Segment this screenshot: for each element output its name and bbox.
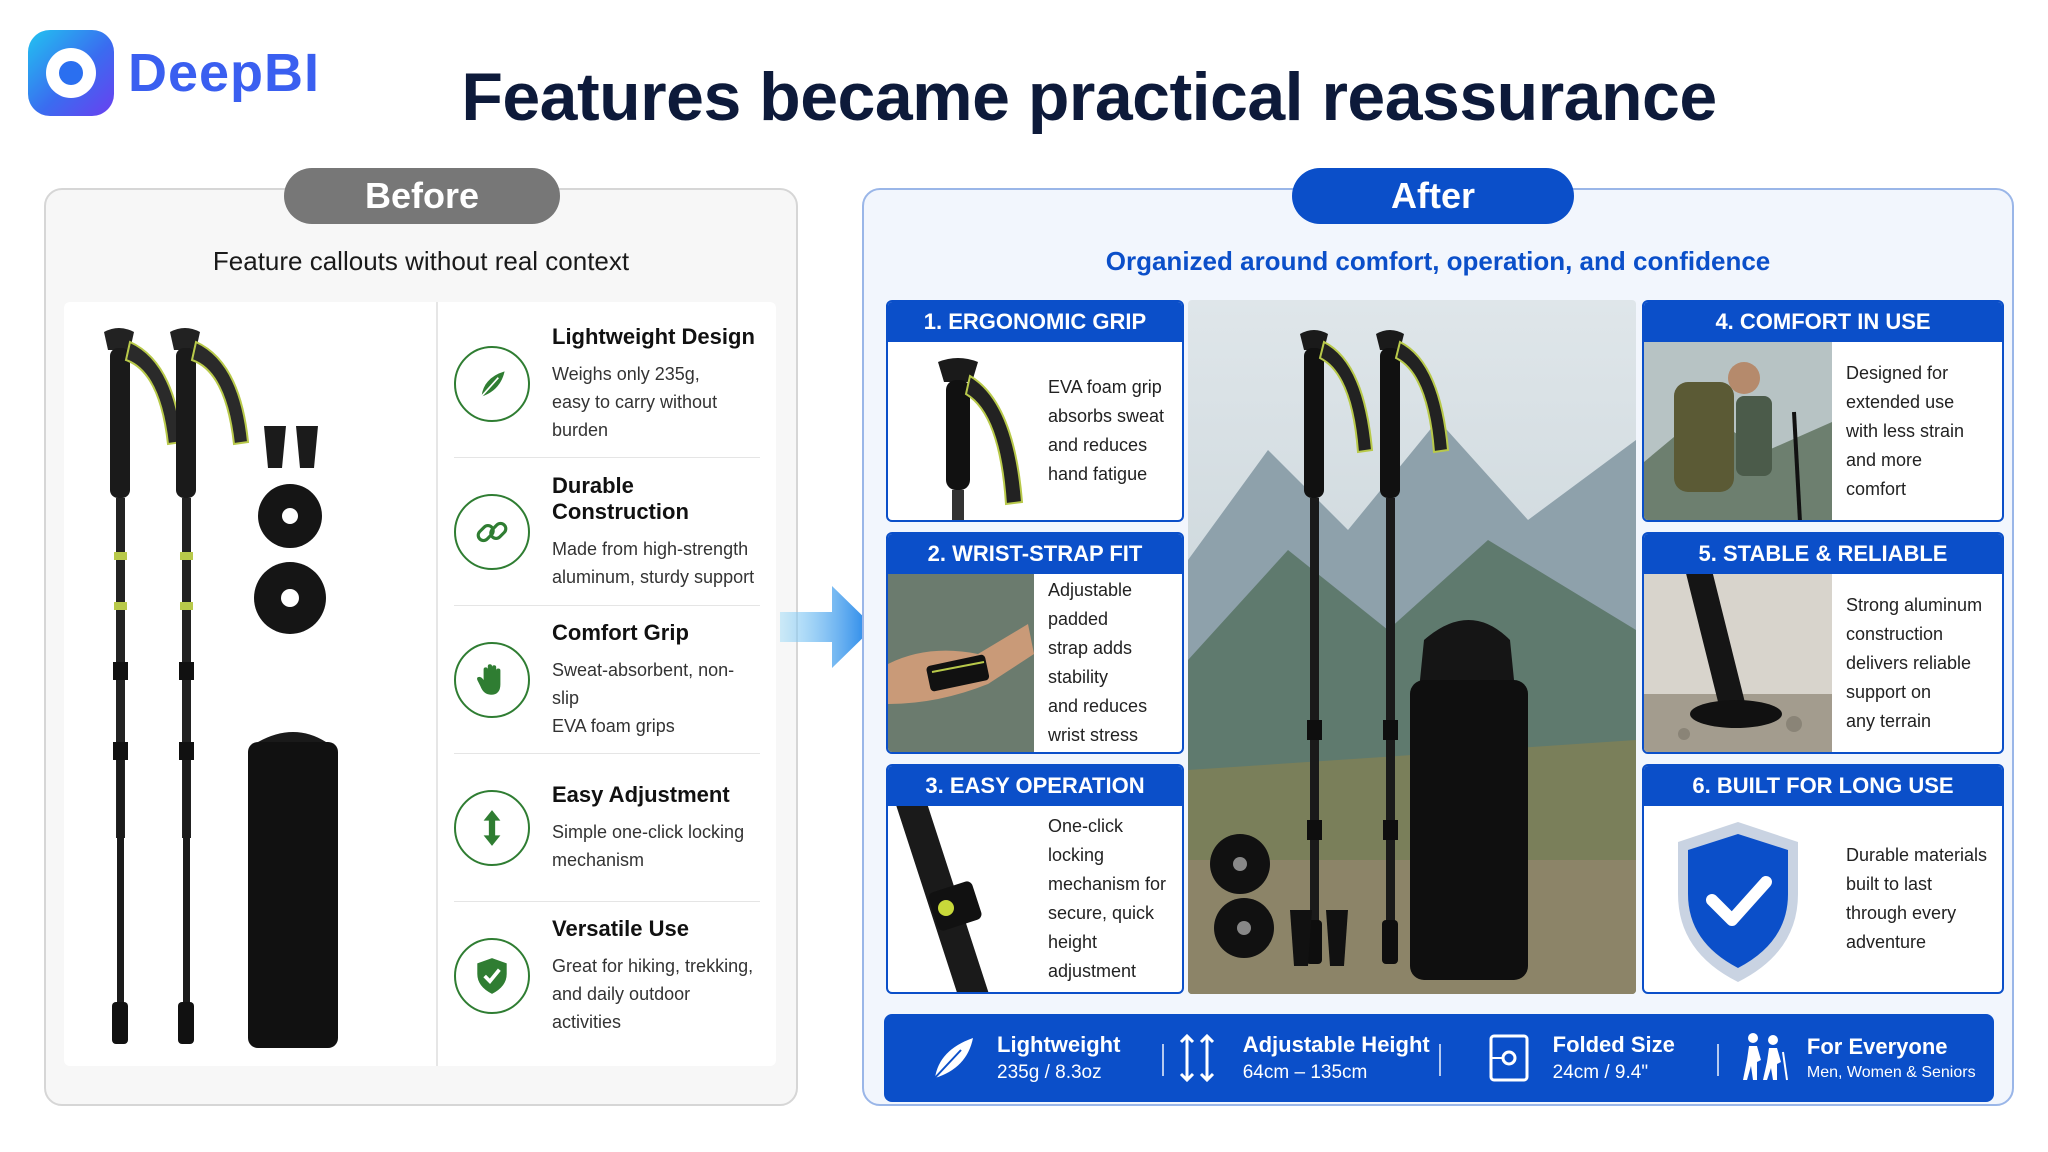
after-label: After <box>1292 168 1574 224</box>
spec-for-everyone: For Everyone Men, Women & Seniors <box>1716 1030 1995 1086</box>
pole-tip-image <box>1644 563 1832 752</box>
card-title: 2. WRIST-STRAP FIT <box>888 534 1182 574</box>
hikers-icon <box>1742 1033 1788 1081</box>
before-content: Lightweight Design Weighs only 235g,easy… <box>64 302 776 1066</box>
folded-size-icon <box>1489 1034 1529 1082</box>
feature-item: Lightweight Design Weighs only 235g,easy… <box>454 310 760 458</box>
before-label: Before <box>284 168 560 224</box>
feature-title: Durable Construction <box>552 472 689 524</box>
feature-title: Comfort Grip <box>552 619 689 645</box>
feature-item: Versatile Use Great for hiking, trekking… <box>454 902 760 1050</box>
product-image <box>64 302 438 1066</box>
feature-title: Easy Adjustment <box>552 781 730 807</box>
hiker-image <box>1644 342 1832 520</box>
shield-check-icon <box>1644 806 1832 992</box>
after-subtitle: Organized around comfort, operation, and… <box>1105 246 1771 276</box>
up-down-arrow-icon <box>454 789 530 866</box>
feather-icon <box>454 345 530 422</box>
spec-adjustable-height: Adjustable Height 64cm – 135cm <box>1161 1030 1440 1086</box>
mountain-product-photo <box>1188 300 1636 994</box>
spec-title: Folded Size <box>1552 1032 1675 1057</box>
card-title: 4. COMFORT IN USE <box>1644 302 2002 342</box>
feature-item: Easy Adjustment Simple one-click locking… <box>454 754 760 902</box>
lock-mechanism-image <box>888 796 1034 992</box>
shield-check-icon <box>454 938 530 1014</box>
height-arrow-icon <box>1179 1033 1214 1083</box>
card-title: 6. BUILT FOR LONG USE <box>1644 766 2002 806</box>
page-headline: Features became practical reassurance <box>461 59 1717 135</box>
spec-value: 235g / 8.3oz <box>997 1062 1102 1083</box>
feature-item: Durable Construction Made from high-stre… <box>454 458 760 606</box>
before-panel: Before Feature callouts without real con… <box>44 168 798 1106</box>
spec-title: For Everyone <box>1806 1034 1948 1059</box>
after-panel: After Organized around comfort, operatio… <box>862 168 2014 1106</box>
brand-name: DeepBI <box>128 43 321 103</box>
spec-value: 64cm – 135cm <box>1242 1062 1368 1083</box>
deepbi-logo-icon <box>28 30 114 116</box>
feature-desc: Great for hiking, trekking,and daily out… <box>552 956 754 1032</box>
card-title: 1. ERGONOMIC GRIP <box>888 302 1182 342</box>
feature-title: Lightweight Design <box>552 323 755 349</box>
brand-logo: DeepBI <box>28 30 320 116</box>
spec-title: Adjustable Height <box>1242 1032 1430 1057</box>
card-title: 5. STABLE & RELIABLE <box>1644 534 2002 574</box>
feather-icon <box>930 1038 974 1083</box>
before-subtitle: Feature callouts without real context <box>212 246 630 276</box>
hand-icon <box>454 641 530 718</box>
feature-list: Lightweight Design Weighs only 235g,easy… <box>438 302 776 1066</box>
spec-value: Men, Women & Seniors <box>1806 1064 1976 1081</box>
specs-bar: Lightweight 235g / 8.3oz Adjustable Heig… <box>884 1014 1994 1102</box>
chain-link-icon <box>454 493 530 570</box>
spec-folded-size: Folded Size 24cm / 9.4" <box>1439 1030 1717 1086</box>
feature-title: Versatile Use <box>552 916 689 941</box>
card-title: 3. EASY OPERATION <box>888 766 1182 806</box>
spec-lightweight: Lightweight 235g / 8.3oz <box>884 1030 1162 1086</box>
wrist-strap-image <box>888 574 1034 752</box>
right-arrow-icon <box>780 586 874 668</box>
trekking-poles-illustration <box>104 328 338 1048</box>
feature-desc: Weighs only 235g,easy to carry without b… <box>552 363 718 440</box>
spec-value: 24cm / 9.4" <box>1552 1062 1649 1083</box>
spec-title: Lightweight <box>997 1032 1121 1057</box>
grip-image <box>888 342 1034 520</box>
